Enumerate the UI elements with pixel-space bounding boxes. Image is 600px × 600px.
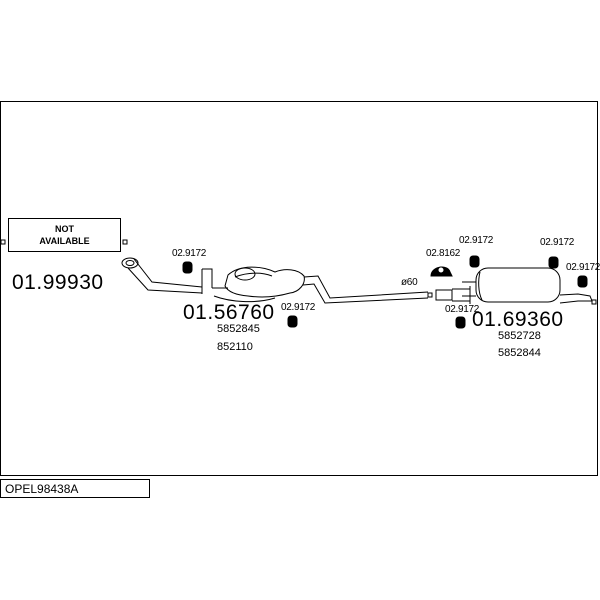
clamp-icon bbox=[430, 266, 453, 277]
mount-rear-top-right-icon bbox=[548, 256, 559, 269]
mount-rear-top-left-icon bbox=[469, 255, 480, 268]
not-available-line2: AVAILABLE bbox=[39, 236, 90, 246]
mount-front-label: 02.9172 bbox=[172, 248, 207, 259]
mount-center-lower-icon bbox=[287, 315, 298, 328]
mount-rear-top-left-label: 02.9172 bbox=[459, 235, 494, 246]
pipe-diameter-label: ø60 bbox=[401, 277, 418, 288]
mount-rear-lower-icon bbox=[455, 316, 466, 329]
center-silencer-ref-2: 852110 bbox=[217, 341, 253, 353]
front-pipe bbox=[121, 257, 203, 294]
rear-silencer-ref-2: 5852844 bbox=[498, 347, 541, 359]
front-pipe-part-number: 01.99930 bbox=[12, 271, 104, 294]
right-edge-marker bbox=[591, 299, 597, 305]
center-silencer-part-number: 01.56760 bbox=[183, 301, 275, 324]
assembly-code: OPEL98438A bbox=[0, 479, 150, 498]
mount-icons bbox=[182, 255, 588, 329]
rear-silencer-ref-1: 5852728 bbox=[498, 330, 541, 342]
rear-silencer bbox=[435, 267, 593, 304]
mount-center-lower-label: 02.9172 bbox=[281, 302, 316, 313]
mount-rear-right-label: 02.9172 bbox=[566, 262, 600, 273]
mount-rear-lower-label: 02.9172 bbox=[445, 304, 480, 315]
not-available-box: NOT AVAILABLE bbox=[8, 218, 121, 252]
na-box-marker bbox=[122, 239, 128, 245]
clamp-label: 02.8162 bbox=[426, 248, 461, 259]
mid-pipe-marker bbox=[427, 292, 433, 298]
rear-silencer-part-number: 01.69360 bbox=[472, 308, 564, 331]
left-edge-marker bbox=[0, 239, 6, 245]
mount-rear-top-right-label: 02.9172 bbox=[540, 237, 575, 248]
mount-rear-right-icon bbox=[577, 275, 588, 288]
not-available-line1: NOT bbox=[55, 224, 74, 234]
center-silencer bbox=[201, 266, 429, 304]
mount-front-icon bbox=[182, 261, 193, 274]
diagram-frame bbox=[0, 101, 598, 476]
center-silencer-ref-1: 5852845 bbox=[217, 323, 260, 335]
